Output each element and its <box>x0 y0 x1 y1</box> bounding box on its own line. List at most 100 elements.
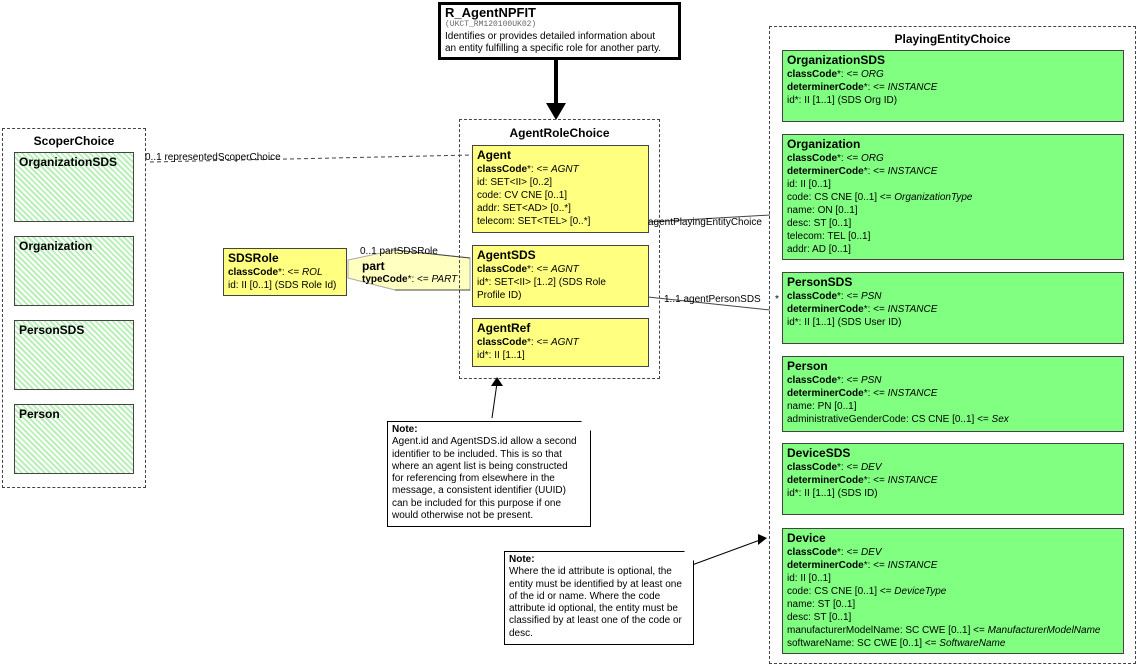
note-line: of the id or name. Where the code <box>509 590 661 602</box>
agent-playing-entity-label: agentPlayingEntityChoice <box>648 217 762 228</box>
organization-sds-class[interactable]: OrganizationSDS classCode*: <= ORG deter… <box>782 50 1124 122</box>
note-line: attribute id optional, the entity must b… <box>509 603 678 615</box>
agent-sds-class[interactable]: AgentSDS classCode*: <= AGNT id*: SET<II… <box>472 245 649 307</box>
class-name: AgentSDS <box>477 248 536 262</box>
classcode-attr: classCode*: <= DEV <box>787 462 882 473</box>
attr: name: ST [0..1] <box>787 599 856 610</box>
classcode-attr: classCode*: <= ORG <box>787 69 884 80</box>
multiplicity-star: * <box>775 294 779 305</box>
attr: telecom: SET<TEL> [0..*] <box>477 216 591 227</box>
determiner-attr: determinerCode*: <= INSTANCE <box>787 304 938 315</box>
class-name: Device <box>787 531 826 545</box>
class-name: OrganizationSDS <box>19 155 118 169</box>
note-heading: Note: <box>392 424 418 435</box>
determiner-attr: determinerCode*: <= INSTANCE <box>787 82 938 93</box>
person-sds-class[interactable]: PersonSDS classCode*: <= PSN determinerC… <box>782 272 1124 344</box>
attr: addr: AD [0..1] <box>787 244 851 255</box>
classcode-attr: classCode*: <= AGNT <box>477 164 579 175</box>
scoper-person-sds[interactable]: PersonSDS <box>14 320 134 390</box>
model-id: (UKCT_RM120100UK02) <box>445 20 537 29</box>
agent-ref-class[interactable]: AgentRef classCode*: <= AGNT id*: II [1.… <box>472 318 649 367</box>
note-id-optional: Note: Where the id attribute is optional… <box>504 551 694 645</box>
note-line: would otherwise not be present. <box>392 510 534 522</box>
note-line: for referencing from elsewhere in the <box>392 473 555 485</box>
scoper-choice: ScoperChoice <box>2 128 146 488</box>
typecode-attr: typeCode*: <= PART <box>362 274 458 285</box>
note-line: where an agent list is being constructed <box>392 460 568 472</box>
scoper-organization-sds[interactable]: OrganizationSDS <box>14 152 134 222</box>
note-heading: Note: <box>509 554 535 565</box>
device-sds-class[interactable]: DeviceSDS classCode*: <= DEV determinerC… <box>782 443 1124 515</box>
attr: addr: SET<AD> [0..*] <box>477 203 571 214</box>
note-line: identifier to be included. This is so th… <box>392 448 562 460</box>
device-class[interactable]: Device classCode*: <= DEV determinerCode… <box>782 528 1124 654</box>
represented-scoper-label: 0..1 representedScoperChoice <box>145 152 281 163</box>
attr: code: CV CNE [0..1] <box>477 190 568 201</box>
class-name: Organization <box>787 137 861 151</box>
classcode-attr: classCode*: <= PSN <box>787 375 882 386</box>
part-association[interactable]: part typeCode*: <= PART <box>362 260 470 286</box>
attr: id*: II [1..1] (SDS ID) <box>787 488 878 499</box>
attr: administrativeGenderCode: CS CNE [0..1] … <box>787 414 1009 425</box>
attr: id*: II [1..1] (SDS Org ID) <box>787 95 898 106</box>
note-line: can be included for this purpose if one <box>392 497 561 509</box>
playing-entity-choice: PlayingEntityChoice <box>769 26 1136 664</box>
model-title-box: R_AgentNPFIT (UKCT_RM120100UK02) Identif… <box>438 2 681 60</box>
classcode-attr: classCode*: <= DEV <box>787 547 882 558</box>
class-name: Person <box>787 359 828 373</box>
scoper-person[interactable]: Person <box>14 404 134 474</box>
agent-role-choice-title: AgentRoleChoice <box>509 126 610 140</box>
attr: id: II [0..1] (SDS Role Id) <box>228 280 337 291</box>
sds-role-class[interactable]: SDSRole classCode*: <= ROL id: II [0..1]… <box>223 248 347 296</box>
organization-class[interactable]: Organization classCode*: <= ORG determin… <box>782 134 1124 260</box>
attr: Profile ID) <box>477 290 522 301</box>
note-line: desc. <box>509 627 533 639</box>
class-name: PersonSDS <box>787 275 853 289</box>
attr: id: II [0..1] <box>787 179 831 190</box>
note-line: entity must be identified by at least on… <box>509 578 682 590</box>
description-line: an entity fulfilling a specific role for… <box>445 43 662 54</box>
attr: code: CS CNE [0..1] <= OrganizationType <box>787 192 973 203</box>
playing-entity-choice-title: PlayingEntityChoice <box>894 32 1011 46</box>
attr: id*: II [1..1] (SDS User ID) <box>787 317 902 328</box>
class-name: Person <box>19 407 60 421</box>
attr: code: CS CNE [0..1] <= DeviceType <box>787 586 947 597</box>
attr: desc: ST [0..1] <box>787 612 852 623</box>
attr: name: PN [0..1] <box>787 401 857 412</box>
classcode-attr: classCode*: <= ROL <box>228 267 323 278</box>
class-name: AgentRef <box>477 321 531 335</box>
agent-role-choice: AgentRoleChoice <box>459 119 660 379</box>
class-name: Organization <box>19 239 93 253</box>
attr: softwareName: SC CWE [0..1] <= SoftwareN… <box>787 638 1006 649</box>
class-name: SDSRole <box>228 251 279 265</box>
note-line: Agent.id and AgentSDS.id allow a second <box>392 436 577 448</box>
attr: id: SET<II> [0..2] <box>477 177 553 188</box>
scoper-organization[interactable]: Organization <box>14 236 134 306</box>
person-class[interactable]: Person classCode*: <= PSN determinerCode… <box>782 356 1124 432</box>
attr: name: ON [0..1] <box>787 205 858 216</box>
attr: id*: II [1..1] <box>477 350 525 361</box>
agent-person-sds-label: 1..1 agentPersonSDS <box>664 294 761 305</box>
attr: desc: ST [0..1] <box>787 218 852 229</box>
description-line: Identifies or provides detailed informat… <box>445 31 656 42</box>
class-name: PersonSDS <box>19 323 85 337</box>
part-sds-role-label: 0..1 partSDSRole <box>360 246 438 257</box>
part-name: part <box>362 259 385 273</box>
class-name: OrganizationSDS <box>787 53 886 67</box>
classcode-attr: classCode*: <= ORG <box>787 153 884 164</box>
note-agent-id: Note: Agent.id and AgentSDS.id allow a s… <box>387 421 591 527</box>
agent-class[interactable]: Agent classCode*: <= AGNT id: SET<II> [0… <box>472 145 649 233</box>
note-line: Where the id attribute is optional, the <box>509 566 672 578</box>
class-name: DeviceSDS <box>787 446 851 460</box>
note-line: classified by at least one of the code o… <box>509 615 682 627</box>
classcode-attr: classCode*: <= AGNT <box>477 264 579 275</box>
determiner-attr: determinerCode*: <= INSTANCE <box>787 388 938 399</box>
class-name: Agent <box>477 148 511 162</box>
attr: manufacturerModelName: SC CWE [0..1] <= … <box>787 625 1101 636</box>
determiner-attr: determinerCode*: <= INSTANCE <box>787 475 938 486</box>
attr: id*: SET<II> [1..2] (SDS Role <box>477 277 606 288</box>
determiner-attr: determinerCode*: <= INSTANCE <box>787 166 938 177</box>
model-title: R_AgentNPFIT <box>445 5 536 20</box>
attr: telecom: TEL [0..1] <box>787 231 871 242</box>
scoper-choice-title: ScoperChoice <box>33 134 115 148</box>
